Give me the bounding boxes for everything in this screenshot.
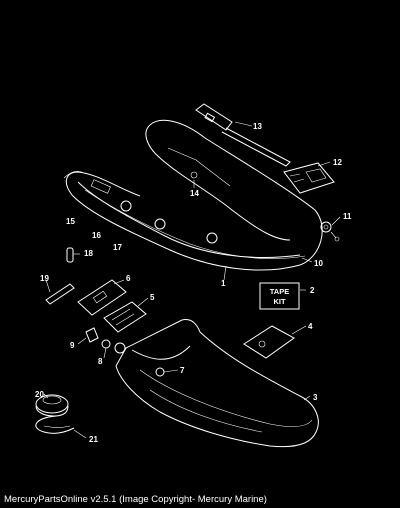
leader-lines (43, 121, 341, 439)
callout-7: 7 (180, 366, 185, 375)
decal-plate-drawing (283, 162, 335, 194)
copyright-footer: MercuryPartsOnline v2.5.1 (Image Copyrig… (4, 494, 267, 505)
callout-13: 13 (253, 122, 262, 131)
callout-11: 11 (343, 212, 352, 221)
callout-4: 4 (308, 322, 313, 331)
inspection-plate-drawing (243, 325, 295, 359)
callout-16: 16 (92, 231, 101, 240)
callout-21: 21 (89, 435, 98, 444)
callout-15: 15 (66, 217, 75, 226)
pump-hose-drawing (35, 415, 75, 434)
callout-19: 19 (40, 274, 49, 283)
hull-floor-drawing (115, 319, 319, 448)
patch-drawing (77, 279, 127, 316)
callout-3: 3 (313, 393, 318, 402)
tape-kit-box: TAPE KIT (259, 282, 300, 310)
callout-12: 12 (333, 158, 342, 167)
callout-10: 10 (314, 259, 323, 268)
callout-8: 8 (98, 357, 103, 366)
tape-kit-label-line1: TAPE (270, 287, 289, 296)
callout-numbers: 13 12 14 11 15 16 18 17 10 1 19 6 2 5 4 … (35, 122, 352, 444)
valve-part-drawing (66, 247, 74, 263)
fitting-drawing (320, 221, 340, 242)
callout-6: 6 (126, 274, 131, 283)
callout-9: 9 (70, 341, 75, 350)
callout-1: 1 (221, 279, 226, 288)
oar-drawing (195, 103, 291, 167)
repair-strip-drawing (45, 283, 75, 305)
callout-17: 17 (113, 243, 122, 252)
clip-part-drawing (85, 327, 99, 343)
callout-5: 5 (150, 293, 155, 302)
oarlock-plate-drawing (103, 301, 147, 333)
inflatable-tube-drawing (63, 119, 323, 271)
callout-2: 2 (310, 286, 315, 295)
callout-14: 14 (190, 189, 199, 198)
callout-18: 18 (84, 249, 93, 258)
tape-kit-label-line2: KIT (273, 297, 286, 306)
callout-20: 20 (35, 390, 44, 399)
